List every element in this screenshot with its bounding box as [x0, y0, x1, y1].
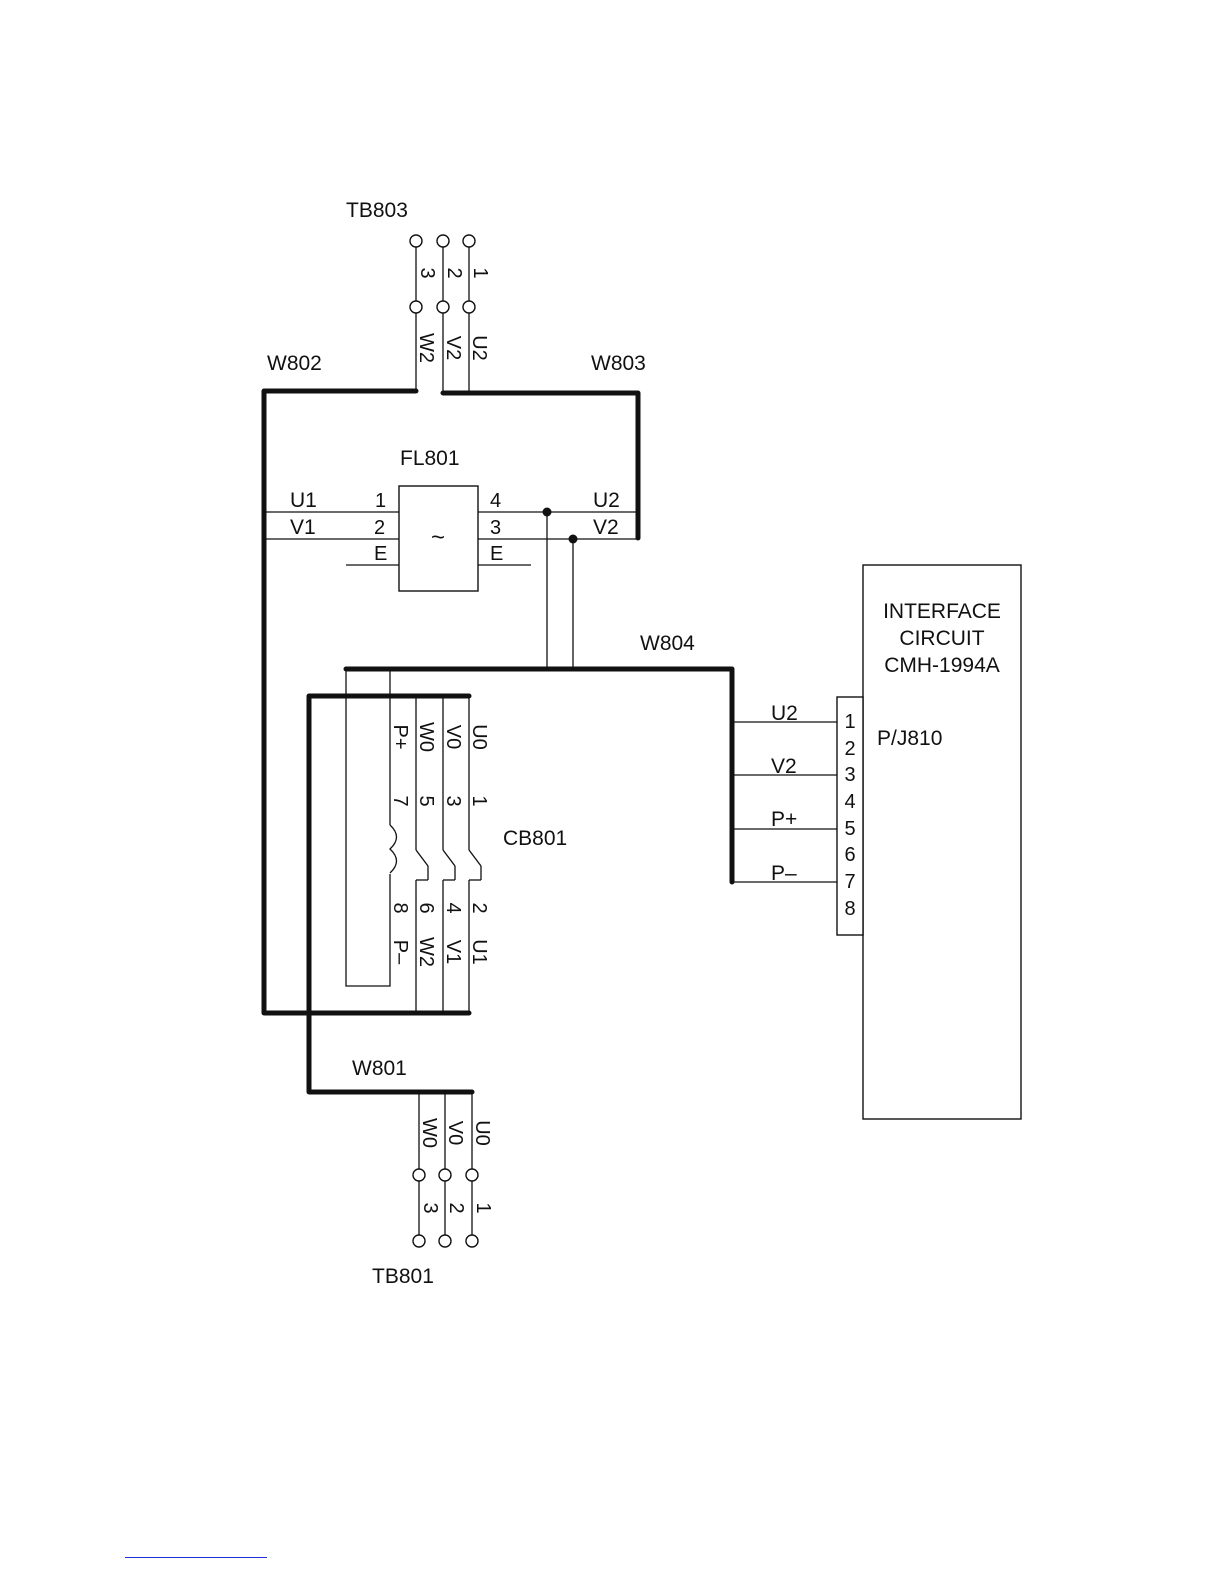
cb801-net-v0: V0	[442, 725, 464, 749]
cb801-pin-1: 1	[468, 795, 490, 806]
tb801-pin-2: 2	[445, 1202, 467, 1213]
connector-pin-7: 7	[844, 871, 855, 893]
tb801-label: TB801	[372, 1265, 434, 1288]
tb803-pin-2: 2	[443, 267, 465, 278]
cb801-net-u1: U1	[468, 939, 490, 965]
cb801-net-u0: U0	[468, 724, 490, 750]
tb803-pin-1: 1	[469, 267, 491, 278]
tb803-wire-v2: V2	[442, 336, 464, 360]
signal-p-plus: P+	[771, 808, 797, 831]
tb803-terminal-block: TB803 3 2 1 W2 V2 U2	[346, 199, 491, 393]
connector-pin-4: 4	[844, 791, 855, 813]
connector-pin-5: 5	[844, 818, 855, 840]
footer-rule	[125, 1557, 267, 1558]
harness-w804	[346, 669, 732, 882]
fl801-net-u2: U2	[593, 489, 620, 512]
cb801-pin-3: 3	[442, 795, 464, 806]
signal-v2: V2	[771, 755, 797, 778]
signal-p-minus: P–	[771, 862, 797, 885]
tb801-wire-v0: V0	[444, 1121, 466, 1145]
harness-w802-label: W802	[267, 352, 322, 375]
tb801-wire-u0: U0	[471, 1120, 493, 1146]
fl801-pin-4: 4	[490, 490, 501, 512]
connector-pin-2: 2	[844, 738, 855, 760]
harness-w801-label: W801	[352, 1057, 407, 1080]
fl801-pin-3: 3	[490, 517, 501, 539]
tb803-wire-w2: W2	[415, 333, 437, 363]
fl801-label: FL801	[400, 447, 460, 470]
harness-w804-label: W804	[640, 632, 695, 655]
tb801-wire-w0: W0	[418, 1118, 440, 1148]
fl801-net-u1: U1	[290, 489, 317, 512]
fl801-symbol: ~	[431, 524, 445, 551]
fl801-pin-e-left: E	[374, 543, 387, 565]
connector-pin-8: 8	[844, 898, 855, 920]
cb801-net-w0: W0	[415, 722, 437, 752]
fl801-net-v2: V2	[593, 516, 619, 539]
tb801-pin-3: 3	[419, 1202, 441, 1213]
cb801-label: CB801	[503, 827, 567, 850]
fl801-filter: FL801 ~ U1 V1 1 2 E 4 3 E U2 V2	[264, 447, 638, 669]
interface-title-line-3: CMH-1994A	[884, 654, 1000, 677]
tb803-wire-u2: U2	[468, 335, 490, 361]
connector-pin-1: 1	[844, 711, 855, 733]
cb801-net-p-minus: P–	[389, 940, 411, 965]
cb801-pin-5: 5	[415, 795, 437, 806]
cb801-pin-6: 6	[415, 902, 437, 913]
cb801-net-v1: V1	[442, 940, 464, 964]
signal-u2: U2	[771, 702, 798, 725]
cb801-net-w2: W2	[415, 937, 437, 967]
cb801-breaker: CB801 P+ W0 V0 U0 7 5 3 1 8 6 4 2	[346, 669, 567, 1013]
interface-title-line-2: CIRCUIT	[899, 627, 984, 650]
cb801-pin-8: 8	[389, 902, 411, 913]
fl801-net-v1: V1	[290, 516, 316, 539]
cb801-net-p-plus: P+	[389, 724, 411, 749]
cb801-pin-4: 4	[442, 902, 464, 913]
fl801-pin-2: 2	[374, 517, 385, 539]
cb801-pin-7: 7	[389, 795, 411, 806]
tb801-terminal-block: W0 V0 U0 3 2 1 TB801	[372, 1092, 494, 1288]
fl801-pin-e-right: E	[490, 543, 503, 565]
interface-circuit: INTERFACE CIRCUIT CMH-1994A P/J810 1 2 3…	[732, 565, 1021, 1119]
tb801-pin-1: 1	[472, 1202, 494, 1213]
harness-w803-label: W803	[591, 352, 646, 375]
fl801-pin-1: 1	[375, 490, 386, 512]
harness-w802	[264, 391, 469, 1013]
connector-pin-3: 3	[844, 764, 855, 786]
tb803-label: TB803	[346, 199, 408, 222]
connector-pin-6: 6	[844, 844, 855, 866]
tb803-pin-3: 3	[416, 267, 438, 278]
connector-label: P/J810	[877, 727, 942, 750]
cb801-pin-2: 2	[468, 902, 490, 913]
interface-title-line-1: INTERFACE	[883, 600, 1001, 623]
